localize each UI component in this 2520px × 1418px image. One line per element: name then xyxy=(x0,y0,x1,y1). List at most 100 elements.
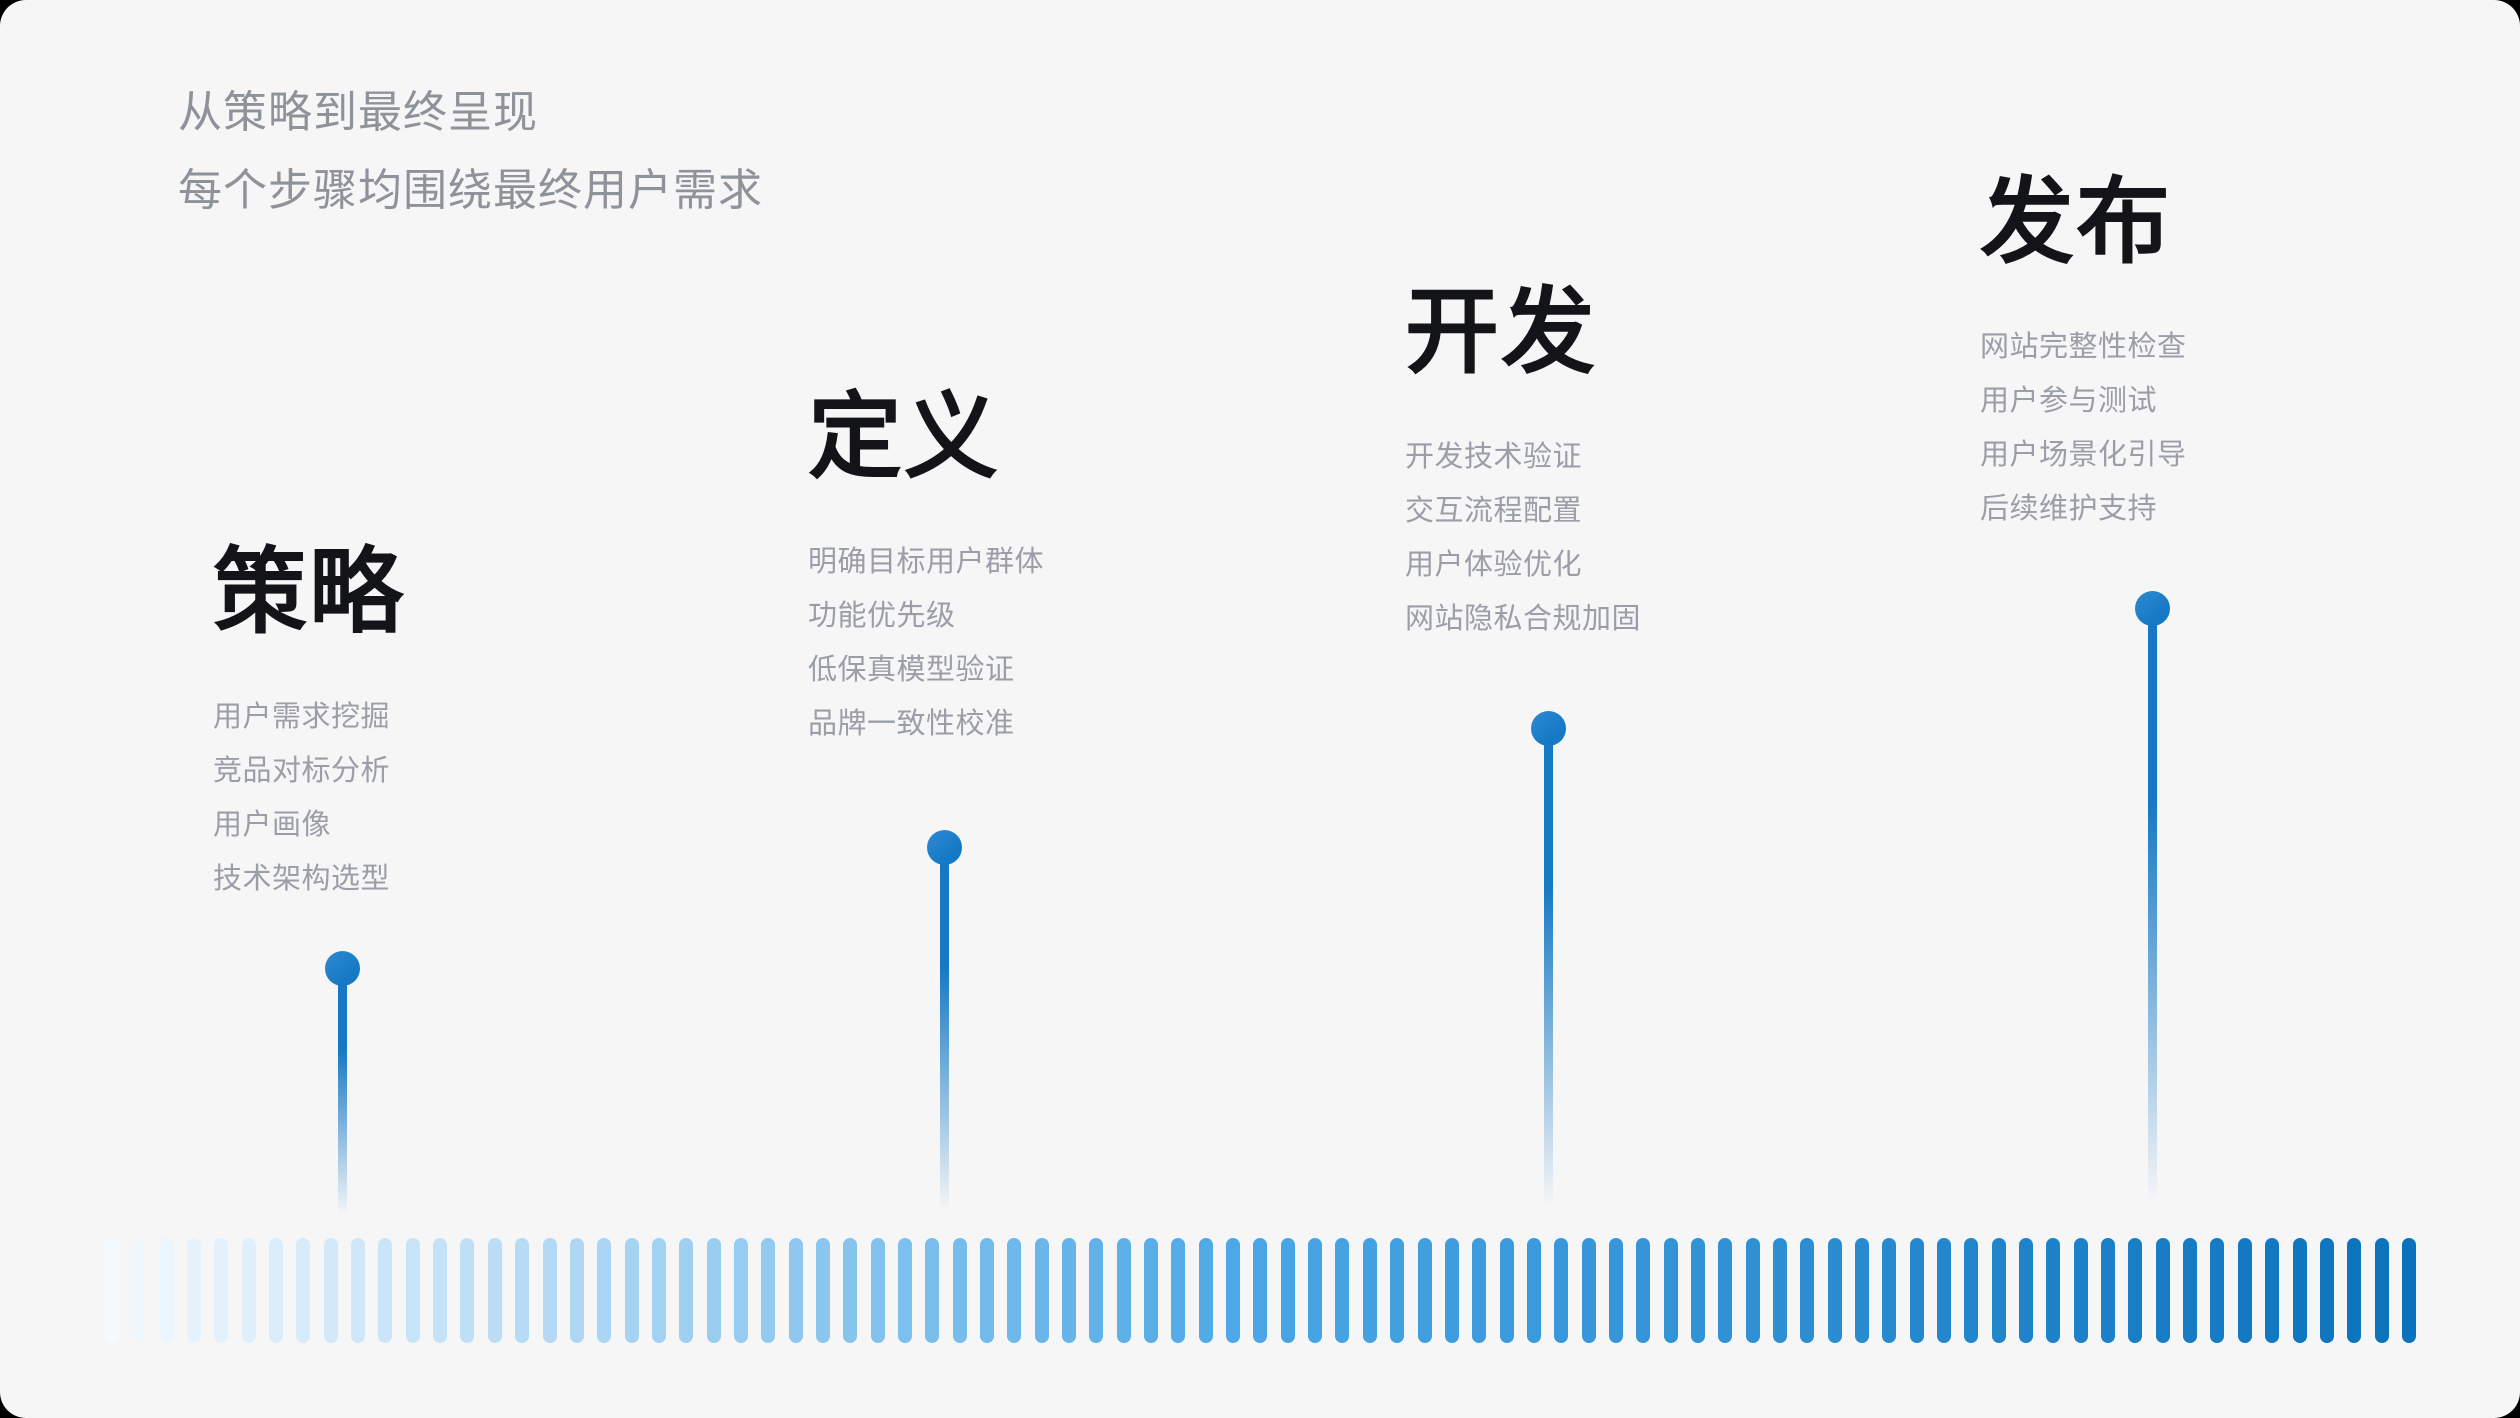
equalizer-bar xyxy=(351,1238,366,1343)
equalizer-bar xyxy=(1499,1238,1514,1343)
stage-title-define: 定义 xyxy=(808,384,1001,489)
stage-item: 用户需求挖掘 xyxy=(213,701,391,733)
stage-item: 明确目标用户群体 xyxy=(808,546,1045,578)
stage-items-develop: 开发技术验证 交互流程配置 用户体验优化 网站隐私合规加固 xyxy=(1405,430,1641,646)
equalizer-bar xyxy=(214,1238,229,1343)
equalizer-bar xyxy=(870,1238,885,1343)
stage-title-launch: 发布 xyxy=(1980,169,2173,274)
stage-column-define: 定义 明确目标用户群体 功能优先级 低保真模型验证 品牌一致性校准 xyxy=(808,385,1044,751)
timeline-dot-develop xyxy=(1530,710,1566,746)
timeline-dot-launch xyxy=(2134,590,2170,626)
equalizer-bar xyxy=(378,1238,393,1343)
equalizer-bar xyxy=(706,1238,721,1343)
equalizer-bar xyxy=(1007,1238,1022,1343)
equalizer-bar xyxy=(1772,1238,1787,1343)
subtitle-line-2: 每个步骤均围绕最终用户需求 xyxy=(178,166,763,215)
stage-item: 低保真模型验证 xyxy=(808,654,1015,686)
equalizer-bar xyxy=(1280,1238,1295,1343)
stage-item: 用户画像 xyxy=(213,809,332,841)
equalizer-bar xyxy=(1308,1238,1323,1343)
stage-item: 用户体验优化 xyxy=(1405,549,1583,581)
stage-title-develop: 开发 xyxy=(1405,279,1598,384)
timeline-stem-strategy xyxy=(337,968,347,1222)
equalizer-bar xyxy=(679,1238,694,1343)
stage-item: 后续维护支持 xyxy=(1980,493,2158,525)
stage-items-define: 明确目标用户群体 功能优先级 低保真模型验证 品牌一致性校准 xyxy=(808,535,1044,751)
stage-column-develop: 开发 开发技术验证 交互流程配置 用户体验优化 网站隐私合规加固 xyxy=(1405,280,1641,646)
stage-column-strategy: 策略 用户需求挖掘 竞品对标分析 用户画像 技术架构选型 xyxy=(213,540,405,906)
equalizer-bar xyxy=(433,1238,448,1343)
timeline-dot-define xyxy=(926,829,962,865)
equalizer-bar xyxy=(405,1238,420,1343)
stage-item: 开发技术验证 xyxy=(1405,441,1583,473)
equalizer-bar xyxy=(1472,1238,1487,1343)
stage-item: 网站隐私合规加固 xyxy=(1405,603,1642,635)
equalizer-bar xyxy=(296,1238,311,1343)
equalizer-bar xyxy=(1827,1238,1842,1343)
equalizer-bar xyxy=(2183,1238,2198,1343)
equalizer-bar xyxy=(597,1238,612,1343)
equalizer-bar xyxy=(323,1238,338,1343)
stage-item: 功能优先级 xyxy=(808,600,956,632)
equalizer-bar xyxy=(1390,1238,1405,1343)
timeline-stem-define xyxy=(939,847,949,1222)
equalizer-bar xyxy=(651,1238,666,1343)
equalizer-bar xyxy=(733,1238,748,1343)
stage-item: 用户参与测试 xyxy=(1980,385,2158,417)
equalizer-bar xyxy=(788,1238,803,1343)
equalizer-bar xyxy=(1855,1238,1869,1343)
equalizer-bar xyxy=(1226,1238,1241,1343)
stage-items-launch: 网站完整性检查 用户参与测试 用户场景化引导 后续维护支持 xyxy=(1980,320,2187,536)
equalizer-bar xyxy=(1608,1238,1623,1343)
equalizer-bar xyxy=(1937,1238,1952,1343)
equalizer-bar xyxy=(1991,1238,2006,1343)
equalizer-bar xyxy=(2374,1238,2389,1343)
equalizer-bar xyxy=(2101,1238,2116,1343)
equalizer-bar xyxy=(269,1238,284,1343)
equalizer-bar xyxy=(815,1238,830,1343)
equalizer-bar xyxy=(1800,1238,1815,1343)
equalizer-bar xyxy=(241,1238,256,1343)
subtitle-line-1: 从策略到最终呈现 xyxy=(178,88,538,137)
equalizer-bar xyxy=(1062,1238,1077,1343)
equalizer-bar xyxy=(2019,1238,2034,1343)
equalizer-bar xyxy=(132,1238,147,1343)
stage-column-launch: 发布 网站完整性检查 用户参与测试 用户场景化引导 后续维护支持 xyxy=(1980,170,2187,536)
equalizer-bar xyxy=(1116,1238,1131,1343)
equalizer-bar xyxy=(1335,1238,1350,1343)
stage-item: 交互流程配置 xyxy=(1405,495,1583,527)
stage-item: 网站完整性检查 xyxy=(1980,331,2187,363)
equalizer-bar xyxy=(1144,1238,1159,1343)
equalizer-bar xyxy=(487,1238,502,1343)
equalizer-bar xyxy=(1253,1238,1268,1343)
equalizer-bar xyxy=(1089,1238,1104,1343)
equalizer-bar xyxy=(1663,1238,1678,1343)
equalizer-bar xyxy=(1636,1238,1651,1343)
equalizer-bar xyxy=(624,1238,639,1343)
stage-item: 品牌一致性校准 xyxy=(808,708,1015,740)
equalizer-bar xyxy=(2265,1238,2280,1343)
equalizer-bar xyxy=(1909,1238,1924,1343)
equalizer-bar xyxy=(1882,1238,1897,1343)
stage-item: 竞品对标分析 xyxy=(213,755,391,787)
equalizer-bar xyxy=(159,1238,174,1343)
equalizer-bar xyxy=(542,1238,557,1343)
equalizer-bar xyxy=(1444,1238,1459,1343)
equalizer-bar xyxy=(1581,1238,1596,1343)
equalizer-bar xyxy=(2210,1238,2225,1343)
equalizer-bar xyxy=(2237,1238,2252,1343)
equalizer-bar xyxy=(925,1238,940,1343)
equalizer-bar xyxy=(843,1238,858,1343)
equalizer-bar xyxy=(105,1238,119,1343)
equalizer-bar-strip xyxy=(105,1238,2417,1343)
equalizer-bar xyxy=(1554,1238,1569,1343)
equalizer-bar xyxy=(2347,1238,2362,1343)
equalizer-bar xyxy=(1526,1238,1541,1343)
equalizer-bar xyxy=(1362,1238,1377,1343)
equalizer-bar xyxy=(2292,1238,2307,1343)
equalizer-bar xyxy=(2155,1238,2170,1343)
timeline-stem-develop xyxy=(1543,728,1553,1222)
slide-subtitle: 从策略到最终呈现 每个步骤均围绕最终用户需求 xyxy=(178,74,763,230)
equalizer-bar xyxy=(761,1238,776,1343)
